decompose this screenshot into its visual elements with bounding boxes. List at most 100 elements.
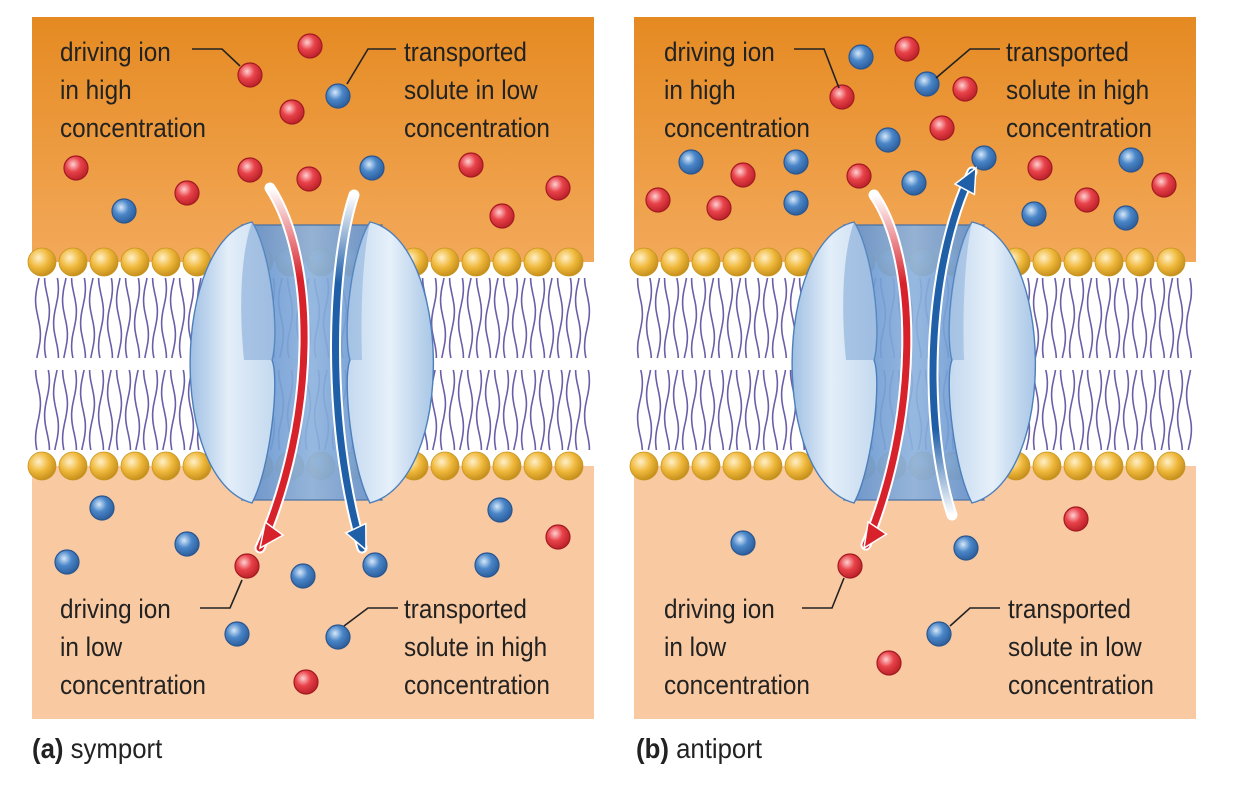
lipid-head: [554, 451, 584, 481]
transported-solute: [783, 190, 809, 216]
lipid-head: [492, 247, 522, 277]
driving-ion: [489, 203, 515, 229]
lipid-tail: [1068, 369, 1076, 451]
lipid-tail: [70, 369, 78, 451]
transported-solute: [174, 531, 200, 557]
lipid-head: [1156, 451, 1186, 481]
lipid-tail: [636, 277, 644, 359]
lipid-tail: [142, 277, 150, 359]
lipid-tail: [753, 369, 761, 451]
driving-ion-arrow-shaft: [256, 184, 308, 552]
lipid-tail: [1077, 277, 1085, 359]
lipid-head: [151, 247, 181, 277]
driving-ion-arrow-head: [258, 520, 285, 550]
lipid-tail: [151, 277, 159, 359]
lipid-tail: [1185, 277, 1193, 359]
lipid-tail: [1032, 277, 1040, 359]
panel-b-label-solute-high: transported solute in high concentration: [1006, 37, 1152, 143]
lipid-tail: [448, 369, 456, 451]
driving-ion: [545, 175, 571, 201]
lipid-head: [461, 451, 491, 481]
lipid-tail: [538, 369, 546, 451]
lipid-head: [120, 247, 150, 277]
transported-solute: [362, 552, 388, 578]
lipid-tail: [1176, 369, 1184, 451]
lipid-tail: [61, 277, 69, 359]
leader-solute-low: [346, 48, 396, 85]
lipid-tail: [717, 369, 725, 451]
solute-arrow-head: [344, 522, 367, 552]
lipid-tail: [97, 277, 105, 359]
lipid-head: [27, 451, 57, 481]
lipid-tail: [565, 277, 573, 359]
transported-solute: [89, 495, 115, 521]
lipid-tail: [61, 369, 69, 451]
lipid-tail: [744, 369, 752, 451]
lipid-tail: [762, 277, 770, 359]
transported-solute: [1113, 205, 1139, 231]
lipid-tail: [88, 369, 96, 451]
driving-ion: [1063, 506, 1089, 532]
transported-solute: [914, 71, 940, 97]
transported-solute: [359, 155, 385, 181]
lipid-tail: [556, 369, 564, 451]
lipid-tail: [439, 369, 447, 451]
lipid-tail: [1059, 370, 1067, 451]
transporter-right-shade: [949, 222, 972, 360]
lipid-tail: [708, 370, 716, 451]
lipid-tail: [142, 369, 150, 451]
lipid-tail: [466, 369, 474, 451]
lipid-tail: [735, 277, 743, 359]
lipid-tail: [574, 369, 582, 451]
lipid-head: [1125, 247, 1155, 277]
lipid-tail: [1131, 277, 1139, 359]
transported-solute: [971, 145, 997, 171]
lipid-tail: [1185, 369, 1193, 451]
lipid-tail: [529, 277, 537, 359]
transported-solute: [875, 127, 901, 153]
lipid-tail: [717, 277, 725, 359]
lipid-tail: [502, 369, 510, 451]
driving-ion: [458, 152, 484, 178]
leader-solute-low: [949, 607, 1000, 627]
lipid-tail: [1140, 277, 1148, 359]
lipid-tail: [79, 369, 87, 451]
lipid-tail: [169, 277, 177, 359]
lipid-tail: [699, 369, 707, 451]
lipid-tail: [753, 277, 761, 359]
lipid-tail: [520, 369, 528, 451]
lipid-head: [89, 247, 119, 277]
lipid-tail: [1050, 277, 1058, 359]
lipid-tail: [735, 370, 743, 451]
lipid-tail: [493, 277, 501, 359]
panel-a-caption-letter: (a): [32, 733, 64, 764]
lipid-tail: [780, 277, 788, 359]
lipid-tail: [115, 369, 123, 451]
lipid-head: [1156, 247, 1186, 277]
molecules: [54, 33, 571, 695]
lipid-tail: [79, 277, 87, 359]
lipid-head: [1094, 247, 1124, 277]
lipid-tail: [1059, 277, 1067, 359]
lipid-head: [430, 247, 460, 277]
lipid-head: [1094, 451, 1124, 481]
molecules: [645, 36, 1177, 676]
lipid-tail: [178, 369, 186, 451]
lipid-tail: [645, 369, 653, 451]
lipid-tail: [1158, 369, 1166, 451]
lipid-tail: [511, 369, 519, 451]
panel-b-label-driving-ion-high: driving ion in high concentration: [664, 37, 810, 143]
lipid-tail: [1113, 370, 1121, 451]
lipid-tail: [1041, 369, 1049, 451]
lipid-tail: [547, 277, 555, 359]
lipid-tail: [1050, 369, 1058, 451]
driving-ion: [297, 33, 323, 59]
lipid-tail: [97, 369, 105, 451]
leader-driving-ion-low: [802, 577, 845, 609]
transported-solute: [848, 44, 874, 70]
lipid-head: [722, 247, 752, 277]
lipid-tail: [645, 277, 653, 359]
lipid-tail: [484, 369, 492, 451]
transported-solute: [487, 497, 513, 523]
